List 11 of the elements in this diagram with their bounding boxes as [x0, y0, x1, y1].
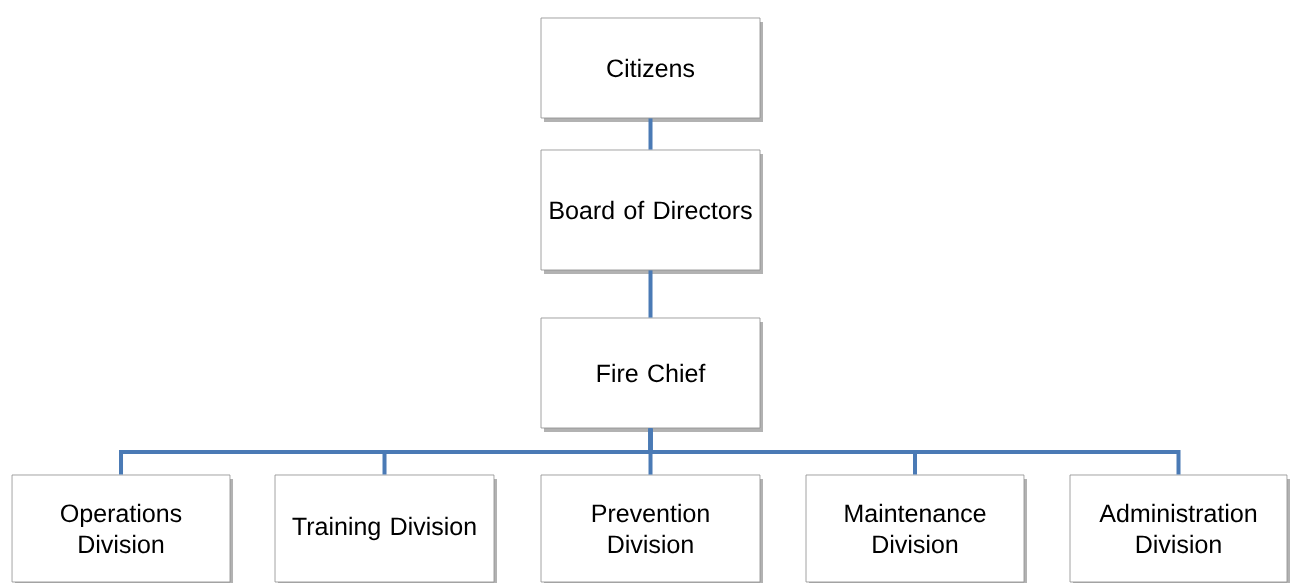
org-box: Fire Chief: [540, 317, 763, 432]
org-box: Board of Directors: [540, 149, 763, 274]
connector-line: [648, 118, 653, 150]
org-box: Maintenance Division: [805, 474, 1027, 583]
org-box: Citizens: [540, 17, 763, 122]
org-box: Prevention Division: [540, 474, 763, 583]
connector-line: [648, 270, 653, 318]
org-box: Training Division: [274, 474, 497, 583]
org-box: Administration Division: [1069, 474, 1290, 583]
org-box: Operations Division: [11, 474, 233, 583]
connector-line: [648, 428, 1181, 475]
